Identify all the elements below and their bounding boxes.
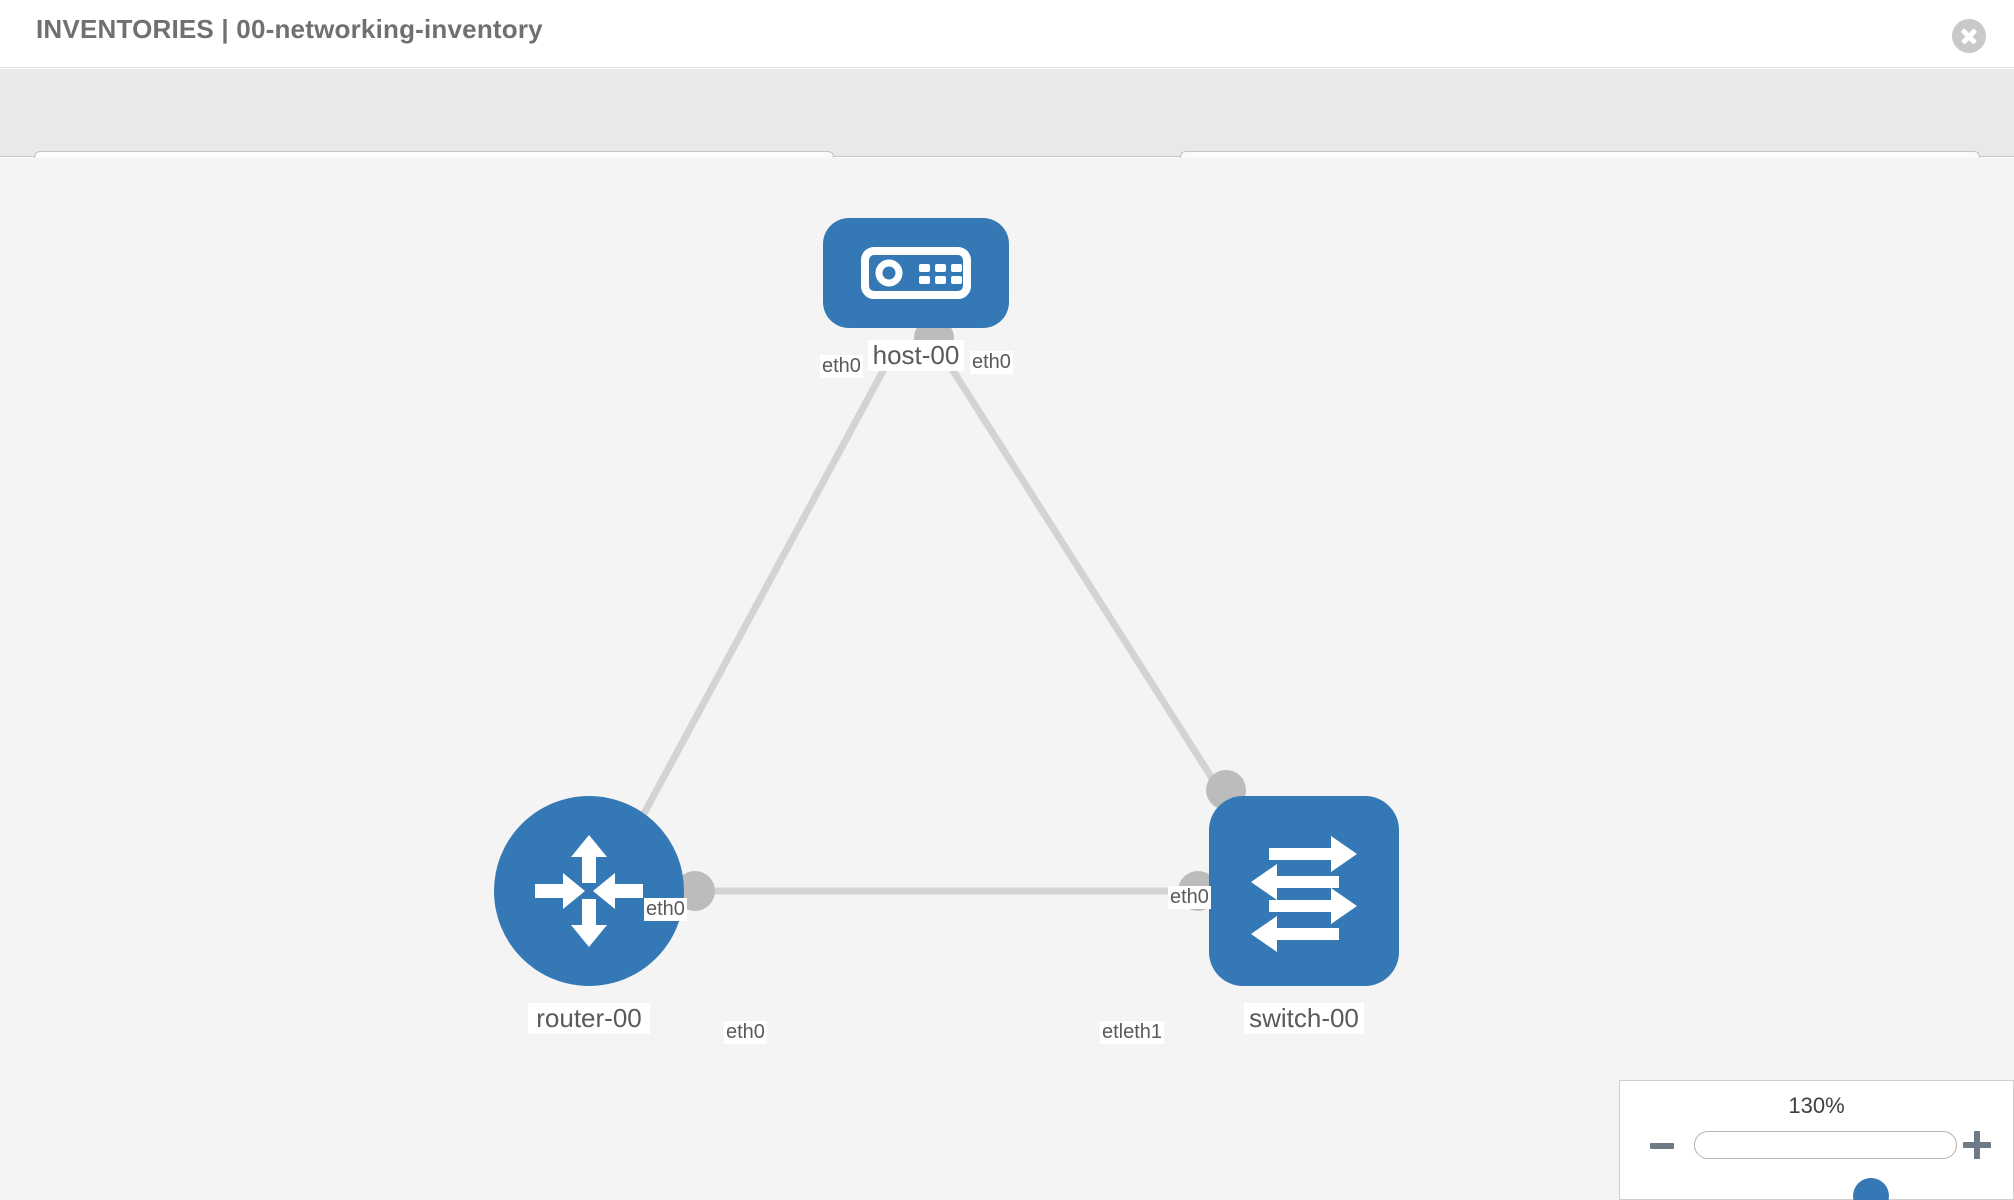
edge-label-host-right: eth0 <box>970 351 1013 374</box>
edge-label-router-right: eth0 <box>724 1021 767 1044</box>
router-arrows-icon <box>535 835 643 947</box>
zoom-control-panel: 130% <box>1619 1080 2014 1200</box>
edge-label-switch-left: etleth1 <box>1100 1021 1165 1044</box>
edge-label-host-left: eth0 <box>820 355 863 378</box>
node-router-00-label: router-00 <box>528 1003 650 1034</box>
topology-canvas[interactable]: host-00 router-00 <box>0 158 2014 1200</box>
close-icon[interactable] <box>1952 19 1986 53</box>
zoom-level-value: 130% <box>1788 1093 1845 1118</box>
minus-icon[interactable] <box>1650 1143 1674 1149</box>
node-router-00-shape <box>494 796 684 986</box>
toolbar: ACTIONS SEARCH <box>0 69 2014 206</box>
node-switch-00-shape <box>1209 796 1399 986</box>
server-icon <box>861 247 971 299</box>
plus-icon-vertical <box>1974 1131 1980 1159</box>
node-router-00[interactable] <box>494 796 684 986</box>
switch-arrows-icon <box>1251 836 1357 952</box>
topology-edges <box>616 356 1253 895</box>
zoom-slider-thumb[interactable] <box>1853 1178 1889 1200</box>
page-title: INVENTORIES | 00-networking-inventory <box>36 14 543 44</box>
page-header: INVENTORIES | 00-networking-inventory <box>0 0 2014 68</box>
node-host-00-shape <box>823 218 1009 328</box>
node-switch-00[interactable] <box>1209 796 1399 986</box>
node-switch-00-label: switch-00 <box>1244 1003 1364 1034</box>
edge-label-router-up: eth0 <box>644 898 687 921</box>
node-host-00[interactable] <box>823 218 1009 328</box>
edge-router-host <box>616 356 894 860</box>
edge-label-switch-up: eth0 <box>1168 886 1211 909</box>
node-host-00-label: host-00 <box>868 340 964 371</box>
zoom-slider-track[interactable] <box>1694 1131 1957 1200</box>
plus-icon[interactable] <box>1963 1131 1991 1159</box>
edge-host-switch <box>942 356 1253 840</box>
